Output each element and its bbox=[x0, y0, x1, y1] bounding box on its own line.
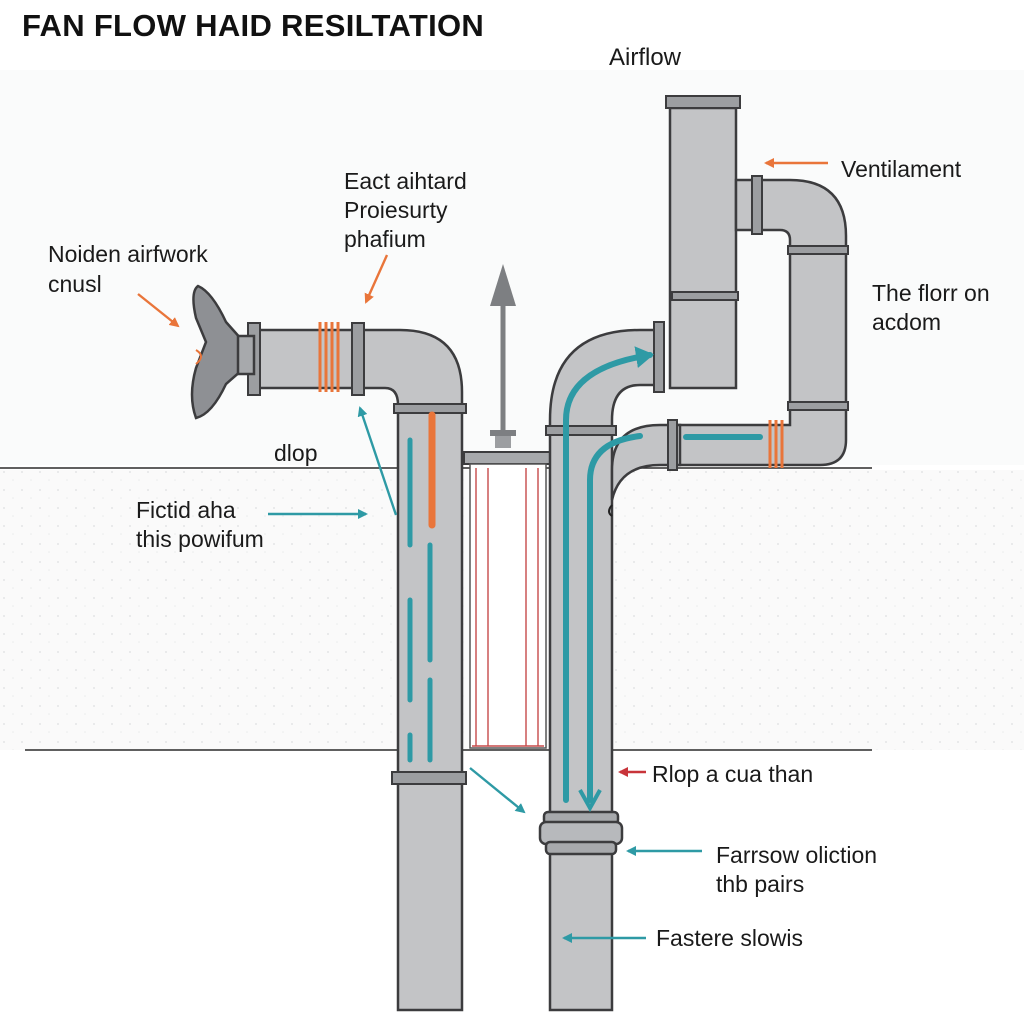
right-pipe-flow bbox=[563, 346, 763, 803]
right-pipe-coupling bbox=[538, 810, 624, 856]
label-rlop: Rlop a cua than bbox=[652, 761, 814, 787]
label-eact-line1: Eact aihtard bbox=[344, 168, 467, 194]
right-flow-arrowhead bbox=[578, 789, 602, 813]
up-arrow-icon bbox=[490, 264, 516, 448]
label-noiden-line2: cnusl bbox=[48, 271, 102, 297]
callout-arrows bbox=[137, 158, 828, 943]
label-eact-line3: phafium bbox=[344, 226, 426, 252]
label-airflow: Airflow bbox=[609, 44, 682, 71]
label-dlop: dlop bbox=[274, 440, 318, 466]
label-eact-line2: Proiesurty bbox=[344, 197, 448, 223]
filter-cartridge bbox=[463, 451, 553, 749]
label-florr-line1: The florr on bbox=[872, 280, 990, 306]
left-pipe-flow-dashes bbox=[407, 437, 433, 763]
label-florr-line2: acdom bbox=[872, 309, 942, 335]
fan-icon bbox=[190, 284, 256, 420]
label-farrsow-line2: thb pairs bbox=[716, 871, 805, 897]
upper-zone bbox=[0, 70, 1024, 465]
label-ventilament: Ventilament bbox=[841, 156, 962, 182]
label-fictid-line2: this powifum bbox=[136, 526, 264, 552]
label-farrsow-line1: Farrsow oliction bbox=[716, 842, 878, 868]
left-pipe-band bbox=[318, 322, 340, 392]
label-fastere: Fastere slowis bbox=[656, 925, 803, 951]
right-branch-band bbox=[768, 420, 784, 468]
right-pipe-flanges bbox=[545, 95, 849, 471]
diagram-title: FAN FLOW HAID RESILTATION bbox=[22, 8, 485, 43]
label-fictid-line1: Fictid aha bbox=[136, 497, 236, 523]
label-noiden-line1: Noiden airfwork bbox=[48, 241, 208, 267]
